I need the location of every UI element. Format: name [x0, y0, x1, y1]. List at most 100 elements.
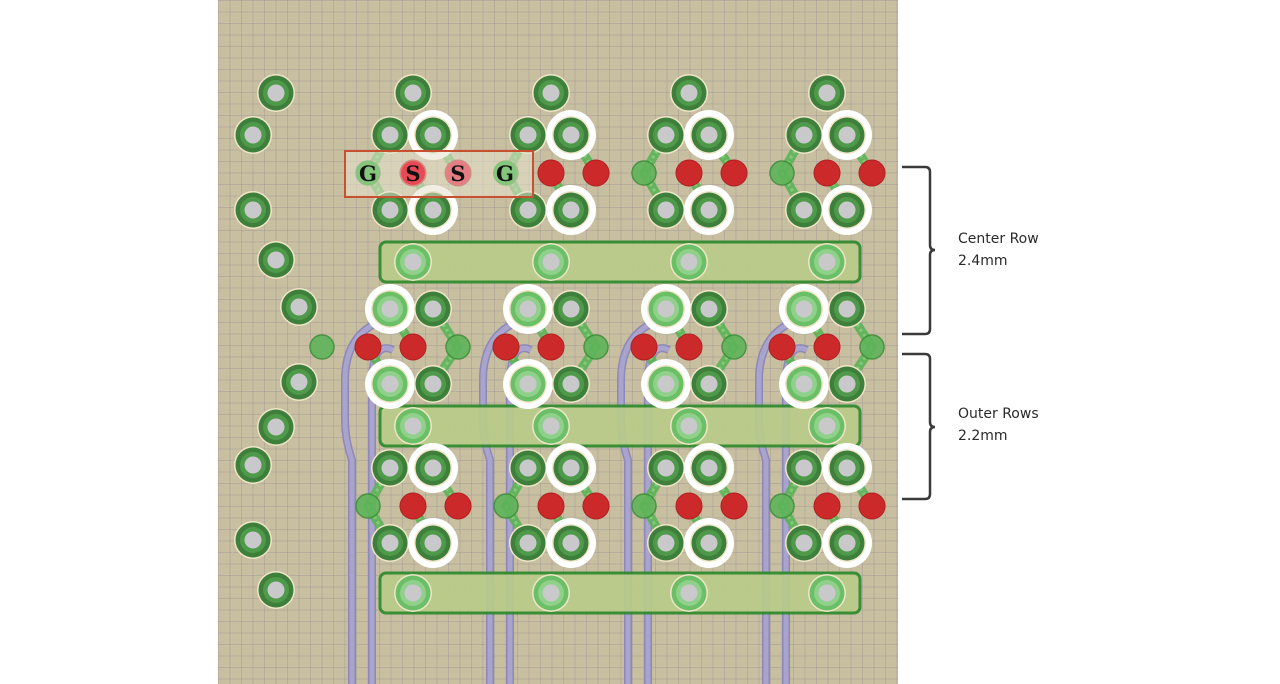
ground-pad	[583, 334, 609, 360]
via-hole	[818, 584, 836, 602]
signal-via	[546, 518, 596, 568]
via-hole	[680, 584, 698, 602]
via-hole	[657, 375, 675, 393]
via-hole	[562, 201, 580, 219]
pin-label-ground: G	[496, 161, 514, 186]
signal-via	[408, 110, 458, 160]
via-hole	[542, 584, 560, 602]
signal-pad	[630, 333, 658, 361]
ground-via	[690, 365, 728, 403]
ground-via	[371, 449, 409, 487]
signal-pad	[582, 492, 610, 520]
trace	[756, 315, 805, 684]
via-hole	[267, 84, 285, 102]
via-hole	[267, 581, 285, 599]
ground-via	[647, 191, 685, 229]
signal-via	[546, 185, 596, 235]
ground-via	[371, 116, 409, 154]
signal-via	[641, 284, 691, 334]
via-hole	[562, 300, 580, 318]
via-hole	[700, 375, 718, 393]
via-hole	[795, 534, 813, 552]
signal-pad	[675, 492, 703, 520]
signal-pad	[768, 333, 796, 361]
signal-via	[684, 110, 734, 160]
via-hole	[381, 459, 399, 477]
signal-pad	[537, 333, 565, 361]
ground-via	[371, 524, 409, 562]
signal-pad	[354, 333, 382, 361]
pin-label-ground: G	[359, 161, 377, 186]
ground-via	[690, 290, 728, 328]
signal-pad	[813, 159, 841, 187]
via-hole	[700, 201, 718, 219]
trace	[342, 315, 391, 684]
via-hole	[404, 417, 422, 435]
via-hole	[700, 534, 718, 552]
signal-pad	[720, 159, 748, 187]
ground-bar	[378, 404, 862, 448]
trace	[369, 345, 395, 684]
via-hole	[542, 84, 560, 102]
center-row-label: Center Row 2.4mm	[958, 228, 1039, 272]
via-hole	[519, 300, 537, 318]
ground-via	[785, 524, 823, 562]
signal-pad	[858, 492, 886, 520]
ground-via	[509, 449, 547, 487]
ground-bar-via	[394, 407, 432, 445]
signal-pad	[399, 492, 427, 520]
left-column-via	[234, 191, 272, 229]
via-hole	[519, 126, 537, 144]
trace-layer	[341, 314, 809, 684]
ground-bar	[378, 571, 862, 615]
ground-via	[509, 191, 547, 229]
via-hole	[519, 201, 537, 219]
signal-pad	[675, 333, 703, 361]
via-hole	[562, 534, 580, 552]
via-hole	[519, 375, 537, 393]
via-hole	[680, 84, 698, 102]
ground-bar-via	[808, 407, 846, 445]
signal-pad	[813, 333, 841, 361]
ground-pad	[309, 334, 335, 360]
ground-via	[371, 191, 409, 229]
via-hole	[657, 534, 675, 552]
via-hole	[424, 375, 442, 393]
signal-via	[408, 443, 458, 493]
ground-pad	[493, 493, 519, 519]
ground-via	[828, 365, 866, 403]
ground-pin-marker	[493, 161, 517, 185]
signal-via	[365, 359, 415, 409]
via-hole	[795, 201, 813, 219]
signal-via	[684, 443, 734, 493]
signal-via	[503, 359, 553, 409]
signal-via	[641, 359, 691, 409]
via-hole	[424, 300, 442, 318]
signal-via	[365, 284, 415, 334]
via-hole	[290, 298, 308, 316]
ground-via	[509, 116, 547, 154]
ground-bar-via	[394, 574, 432, 612]
outer-rows-label: Outer Rows 2.2mm	[958, 403, 1039, 447]
signal-pad	[399, 333, 427, 361]
ground-bar-via	[670, 407, 708, 445]
top-via	[670, 74, 708, 112]
signal-via	[822, 443, 872, 493]
left-column-via	[234, 116, 272, 154]
via-hole	[381, 375, 399, 393]
via-hole	[404, 584, 422, 602]
via-hole	[657, 126, 675, 144]
signal-pad	[675, 159, 703, 187]
ground-bar-via	[808, 243, 846, 281]
top-via	[394, 74, 432, 112]
ground-pad	[631, 160, 657, 186]
via-hole	[680, 253, 698, 271]
via-hole	[700, 126, 718, 144]
ground-via	[785, 191, 823, 229]
via-hole	[795, 300, 813, 318]
signal-via	[822, 110, 872, 160]
via-hole	[838, 126, 856, 144]
top-via	[808, 74, 846, 112]
via-hole	[381, 300, 399, 318]
